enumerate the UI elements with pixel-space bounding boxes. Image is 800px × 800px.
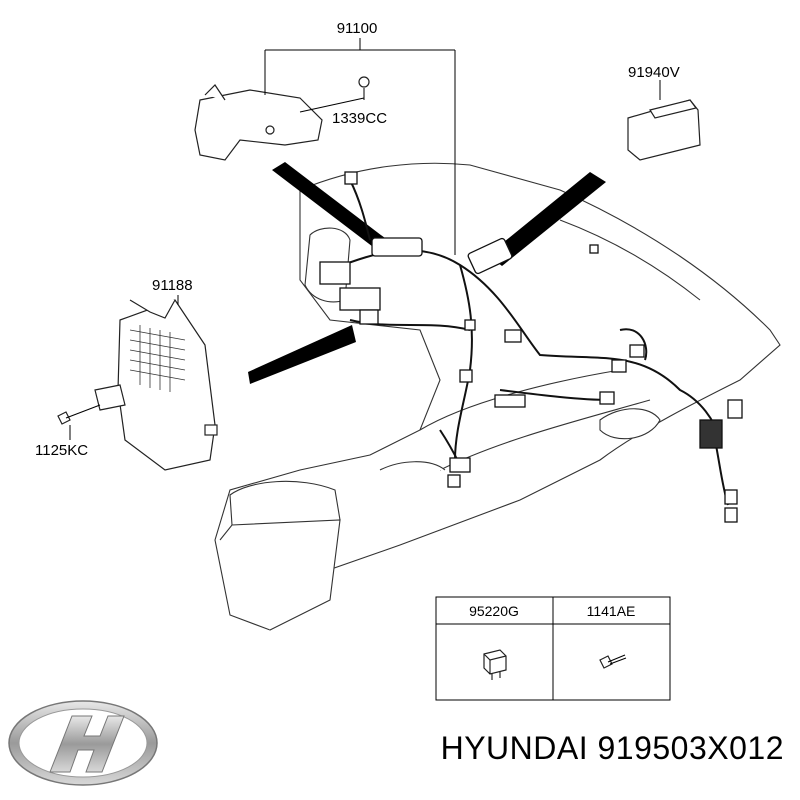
- parts-table-header-1141ae: 1141AE: [587, 603, 636, 619]
- clip-part: [358, 76, 370, 100]
- parts-table: 95220G 1141AE: [435, 596, 671, 701]
- callout-1125kc: 1125KC: [35, 442, 88, 459]
- part-number: 919503X012: [597, 730, 784, 766]
- junction-box-part: [94, 299, 218, 471]
- harness-bracket-part: [194, 84, 323, 161]
- switch-part: [627, 80, 701, 161]
- leader-1339cc: [299, 97, 365, 113]
- callout-91188: 91188: [152, 277, 193, 294]
- callout-91100: 91100: [337, 20, 378, 37]
- callout-91940v: 91940V: [628, 64, 680, 81]
- brand-name: HYUNDAI: [440, 730, 589, 766]
- connectors: [319, 171, 743, 523]
- bolt-icon: [599, 654, 627, 669]
- footer-label: HYUNDAI 919503X012: [441, 730, 784, 767]
- leader-bands: [248, 162, 606, 384]
- hyundai-logo-icon: [8, 700, 158, 786]
- callout-1339cc: 1339CC: [332, 110, 387, 127]
- relay-icon: [483, 649, 507, 680]
- bolt-part: [57, 404, 101, 425]
- parts-table-header-95220g: 95220G: [469, 603, 519, 619]
